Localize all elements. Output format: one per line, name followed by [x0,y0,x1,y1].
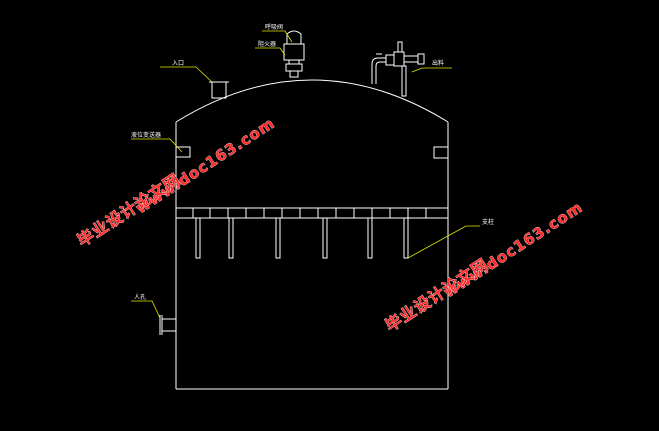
label-manhole: 人孔 [134,293,146,301]
level-gauge-nozzle [175,146,191,158]
label-support: 支柱 [482,218,494,226]
support-posts [195,217,409,259]
tank-body [175,79,449,390]
watermark-1-cn: 毕业设计论文网 [74,169,185,251]
tank-dome [175,79,449,123]
leader-outlet [411,67,452,73]
leader-vent [262,30,293,43]
manhole-nozzle [161,318,177,332]
support-post [228,217,234,259]
leader-inlet [160,66,213,83]
watermark-site-name: 毕业设计论文网 [382,255,492,336]
watermark-site-name: 毕业设计论文网 [74,170,184,251]
support-post [195,217,201,259]
support-grid [175,207,449,219]
outlet-pipe-assembly [371,41,425,97]
top-inlet-nozzle [209,81,229,99]
watermark-2-cn: 毕业设计论文网 [382,254,493,336]
leader-support [407,225,480,259]
label-flame-arrester: 阻火器 [258,40,276,48]
vent-assembly [283,30,305,78]
label-level-gauge: 液位变送器 [131,131,161,139]
support-post [322,217,328,259]
label-inlet-top: 入口 [172,60,184,67]
label-outlet-top: 出料 [432,59,444,67]
side-nozzles [159,146,449,335]
right-side-nozzle [433,146,449,159]
support-post [403,217,409,259]
annotations: 呼吸阀 阻火器 入口 出料 液位变送器 支柱 人孔 [131,23,494,301]
support-post [275,217,281,259]
support-post [367,217,373,259]
label-vent-valve: 呼吸阀 [265,23,283,31]
leader-arrester [255,47,286,56]
leader-level [131,138,183,153]
leader-manhole [131,300,161,319]
leader-lines [131,30,480,319]
